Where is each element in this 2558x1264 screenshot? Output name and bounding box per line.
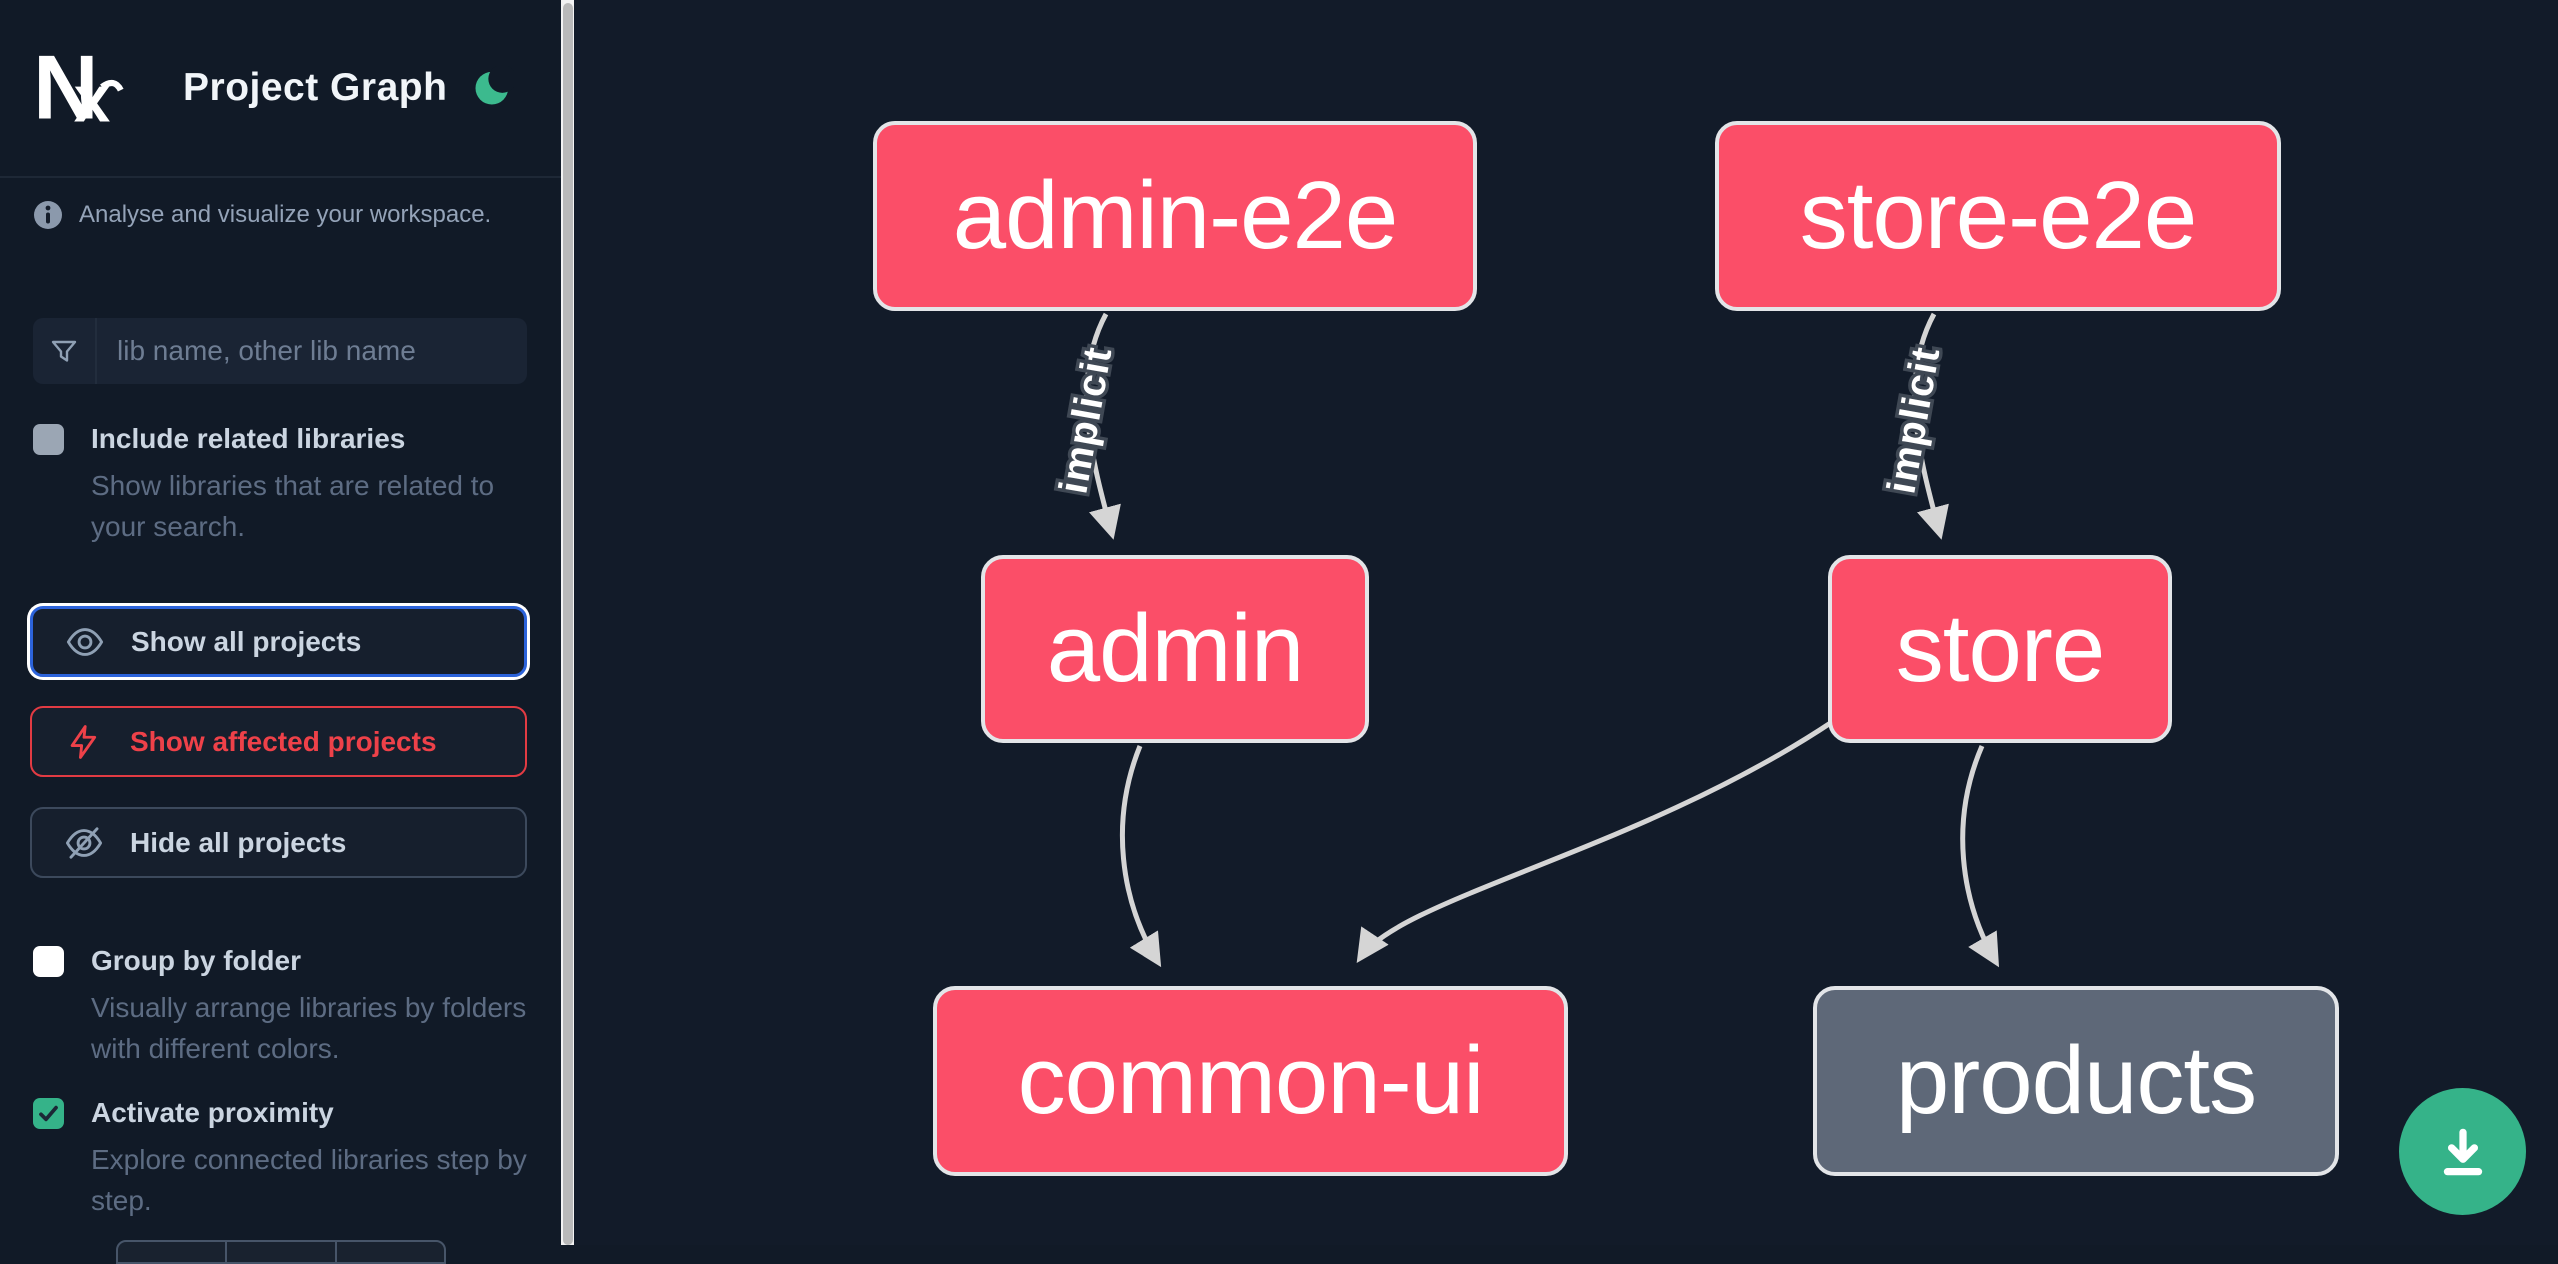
tagline-text: Analyse and visualize your workspace. [79, 201, 492, 228]
show-affected-projects-button[interactable]: Show affected projects [30, 706, 527, 777]
edge-label-implicit: implicit [1051, 343, 1120, 496]
nx-logo: N x [33, 40, 124, 134]
stepper-segment[interactable] [227, 1242, 337, 1262]
filter-icon-cell [33, 318, 97, 384]
graph-node-admin-e2e[interactable]: admin-e2e [873, 121, 1477, 311]
edge-store-e2e-store [1912, 312, 1949, 540]
sidebar-scrollbar [561, 0, 574, 1245]
hide-all-projects-label: Hide all projects [130, 826, 347, 858]
stepper-segment[interactable] [118, 1242, 228, 1262]
edge-admin-e2e-admin [1084, 312, 1121, 540]
sidebar: N x Project Graph Analyse and visualize … [0, 0, 561, 1264]
graph-node-common-ui[interactable]: common-ui [933, 986, 1568, 1176]
edge-label-implicit: implicit [1879, 343, 1948, 496]
group-by-folder-description: Visually arrange libraries by folders wi… [91, 992, 527, 1064]
activate-proximity-label: Activate proximity [91, 1097, 334, 1128]
eye-off-icon [65, 826, 103, 859]
activate-proximity-checkbox[interactable] [33, 1098, 64, 1129]
sidebar-header [0, 0, 561, 178]
toggle-include-related: Include related libraries Show libraries… [33, 422, 533, 547]
search-box [33, 318, 527, 384]
group-by-folder-label: Group by folder [91, 945, 301, 976]
edge-store-products [1960, 745, 2000, 968]
svg-text:N: N [33, 40, 99, 134]
edge-admin-common-ui [1119, 745, 1162, 968]
bolt-icon [70, 724, 97, 759]
graph-node-store[interactable]: store [1828, 555, 2172, 743]
include-related-label: Include related libraries [91, 423, 406, 454]
page-title: Project Graph [183, 66, 448, 109]
toggle-activate-proximity: Activate proximity Explore connected lib… [33, 1096, 533, 1221]
graph-node-store-e2e[interactable]: store-e2e [1715, 121, 2281, 311]
eye-icon [66, 627, 104, 656]
funnel-icon [51, 340, 77, 362]
svg-text:x: x [74, 61, 111, 134]
theme-moon-icon[interactable] [472, 66, 514, 108]
stepper-segment[interactable] [337, 1242, 444, 1262]
graph-node-products[interactable]: products [1813, 986, 2339, 1176]
graph-node-admin[interactable]: admin [981, 555, 1369, 743]
sidebar-scrollbar-thumb[interactable] [562, 3, 573, 1245]
download-graph-button[interactable] [2399, 1088, 2526, 1215]
include-related-description: Show libraries that are related to your … [91, 470, 495, 542]
tagline-row: Analyse and visualize your workspace. [33, 200, 533, 230]
include-related-checkbox[interactable] [33, 424, 64, 455]
proximity-stepper-control[interactable] [116, 1240, 446, 1264]
group-by-folder-checkbox[interactable] [33, 946, 64, 977]
show-all-projects-label: Show all projects [131, 625, 362, 657]
edge-store-common-ui [1356, 719, 1834, 963]
search-input[interactable] [97, 318, 527, 384]
hide-all-projects-button[interactable]: Hide all projects [30, 807, 527, 878]
show-all-projects-button[interactable]: Show all projects [30, 606, 527, 677]
download-icon [2443, 1128, 2482, 1175]
checkmark-icon [39, 1105, 58, 1122]
info-icon [34, 201, 62, 229]
show-affected-projects-label: Show affected projects [130, 725, 437, 757]
toggle-group-by-folder: Group by folder Visually arrange librari… [33, 944, 533, 1069]
activate-proximity-description: Explore connected libraries step by step… [91, 1144, 527, 1216]
